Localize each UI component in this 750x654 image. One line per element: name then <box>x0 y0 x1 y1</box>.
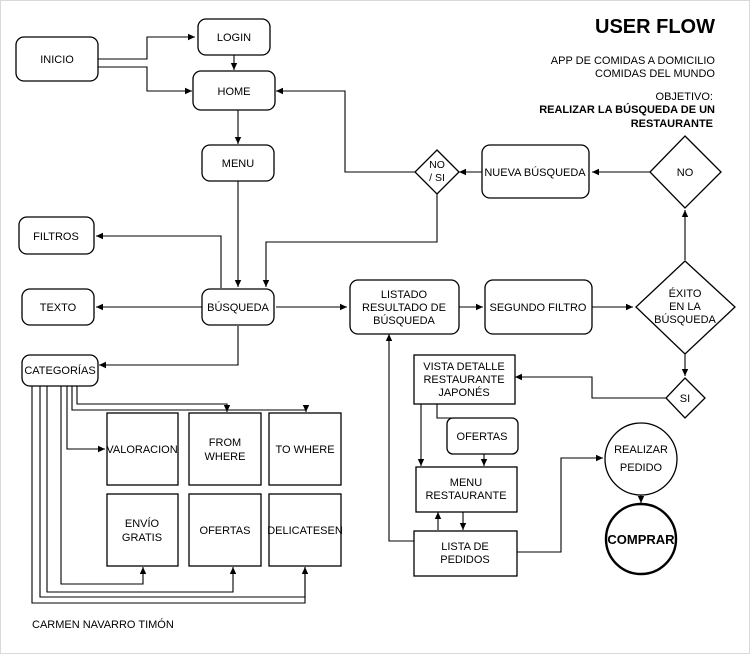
edge-cat-to-where <box>71 386 310 412</box>
node-si-label: SI <box>680 393 690 405</box>
node-menu-rest-line1: MENU <box>450 477 482 489</box>
node-inicio-label: INICIO <box>40 54 74 66</box>
node-valoracion-label: VALORACION <box>106 444 177 456</box>
node-segundo-filtro-label: SEGUNDO FILTRO <box>490 302 587 314</box>
author-name: CARMEN NAVARRO TIMÓN <box>32 618 174 631</box>
edge-inicio-home <box>98 66 192 95</box>
app-description-line2: COMIDAS DEL MUNDO <box>595 68 715 80</box>
node-exito-line3: BÚSQUEDA <box>654 313 716 326</box>
edge-lista-listado <box>385 334 414 542</box>
edge-cat-ofertas <box>46 386 237 593</box>
node-no-decision: NO <box>649 135 722 209</box>
node-delicatesen-label: DELICATESEN <box>267 525 343 537</box>
connectors <box>31 33 689 604</box>
node-login: LOGIN <box>197 18 271 56</box>
node-nueva-busqueda: NUEVA BÚSQUEDA <box>481 144 590 199</box>
node-realizar-line1: REALIZAR <box>614 444 668 456</box>
node-segundo-filtro: SEGUNDO FILTRO <box>484 279 593 335</box>
node-ofertas-categoria: OFERTAS <box>188 493 262 567</box>
edge-lista-realizar <box>517 454 603 553</box>
diagram-title: USER FLOW <box>595 16 715 38</box>
edge-busqueda-filtros <box>96 232 222 288</box>
node-from-where-line2: WHERE <box>205 451 246 463</box>
node-si-decision: SI <box>665 377 706 419</box>
node-from-where: FROM WHERE <box>188 412 262 486</box>
node-filtros: FILTROS <box>18 216 95 255</box>
edge-cat-valoracion <box>66 386 105 453</box>
node-busqueda: BÚSQUEDA <box>201 288 275 326</box>
edge-nosi-busqueda <box>262 191 438 287</box>
edge-cat-delicatesen-2 <box>31 386 306 604</box>
node-ofertas-rest-label: OFERTAS <box>457 431 508 443</box>
node-vista-line1: VISTA DETALLE <box>423 361 505 373</box>
node-login-label: LOGIN <box>217 32 251 44</box>
node-vista-detalle: VISTA DETALLE RESTAURANTE JAPONÉS <box>413 354 516 405</box>
node-realizar-pedido: REALIZAR PEDIDO <box>604 422 678 496</box>
node-listado-line1: LISTADO <box>381 289 428 301</box>
edge-cat-envio <box>60 386 147 585</box>
node-menu-rest-line2: RESTAURANTE <box>425 490 506 502</box>
node-to-where: TO WHERE <box>268 412 342 486</box>
node-exito-line1: ÉXITO <box>669 287 702 300</box>
node-menu-label: MENU <box>222 158 254 170</box>
node-ofertas-cat-label: OFERTAS <box>200 525 251 537</box>
node-exito-line2: EN LA <box>669 301 701 313</box>
node-listado: LISTADO RESULTADO DE BÚSQUEDA <box>349 279 460 335</box>
node-listado-line3: BÚSQUEDA <box>373 314 435 327</box>
node-lista-line1: LISTA DE <box>441 541 488 553</box>
node-no-si-line2: / SI <box>429 172 445 184</box>
node-comprar-label: COMPRAR <box>607 532 675 547</box>
node-inicio: INICIO <box>15 36 99 82</box>
edge-nosi-home <box>276 87 415 173</box>
node-no-si-decision: NO / SI <box>414 149 460 195</box>
node-lista-line2: PEDIDOS <box>440 554 490 566</box>
edge-inicio-login <box>98 33 195 60</box>
node-texto: TEXTO <box>21 288 95 326</box>
node-filtros-label: FILTROS <box>33 231 79 243</box>
node-texto-label: TEXTO <box>40 302 77 314</box>
node-envio-line1: ENVÍO <box>125 517 160 530</box>
node-listado-line2: RESULTADO DE <box>362 302 446 314</box>
node-exito-decision: ÉXITO EN LA BÚSQUEDA <box>635 260 736 355</box>
edge-busqueda-categorias <box>99 326 239 369</box>
node-realizar-line2: PEDIDO <box>620 462 663 474</box>
node-vista-line3: JAPONÉS <box>438 386 489 399</box>
node-no-si-line1: NO <box>429 159 445 171</box>
node-no-label: NO <box>677 167 694 179</box>
edge-si-vista <box>515 373 668 399</box>
node-delicatesen: DELICATESEN <box>267 493 343 567</box>
node-comprar: COMPRAR <box>604 502 678 576</box>
node-categorias: CATEGORÍAS <box>21 354 99 387</box>
node-vista-line2: RESTAURANTE <box>423 374 504 386</box>
node-home-label: HOME <box>218 86 251 98</box>
objective-line2: RESTAURANTE <box>631 118 713 130</box>
app-description-line1: APP DE COMIDAS A DOMICILIO <box>551 55 716 67</box>
node-envio-gratis: ENVÍO GRATIS <box>106 493 179 567</box>
objective-label: OBJETIVO: <box>656 91 713 103</box>
node-from-where-line1: FROM <box>209 437 241 449</box>
node-ofertas-restaurante: OFERTAS <box>446 417 519 455</box>
node-nueva-busqueda-label: NUEVA BÚSQUEDA <box>484 166 586 179</box>
node-lista-pedidos: LISTA DE PEDIDOS <box>413 530 518 577</box>
node-categorias-label: CATEGORÍAS <box>24 364 95 377</box>
objective-line1: REALIZAR LA BÚSQUEDA DE UN <box>539 103 715 116</box>
node-menu-restaurante: MENU RESTAURANTE <box>415 466 518 513</box>
edge-vista-ofertas <box>436 404 483 419</box>
node-valoracion: VALORACION <box>106 412 179 486</box>
node-home: HOME <box>192 70 276 111</box>
node-envio-line2: GRATIS <box>122 532 162 544</box>
node-menu: MENU <box>201 144 275 182</box>
edge-cat-from-where <box>76 386 231 412</box>
node-busqueda-label: BÚSQUEDA <box>207 301 269 314</box>
node-to-where-label: TO WHERE <box>275 444 334 456</box>
